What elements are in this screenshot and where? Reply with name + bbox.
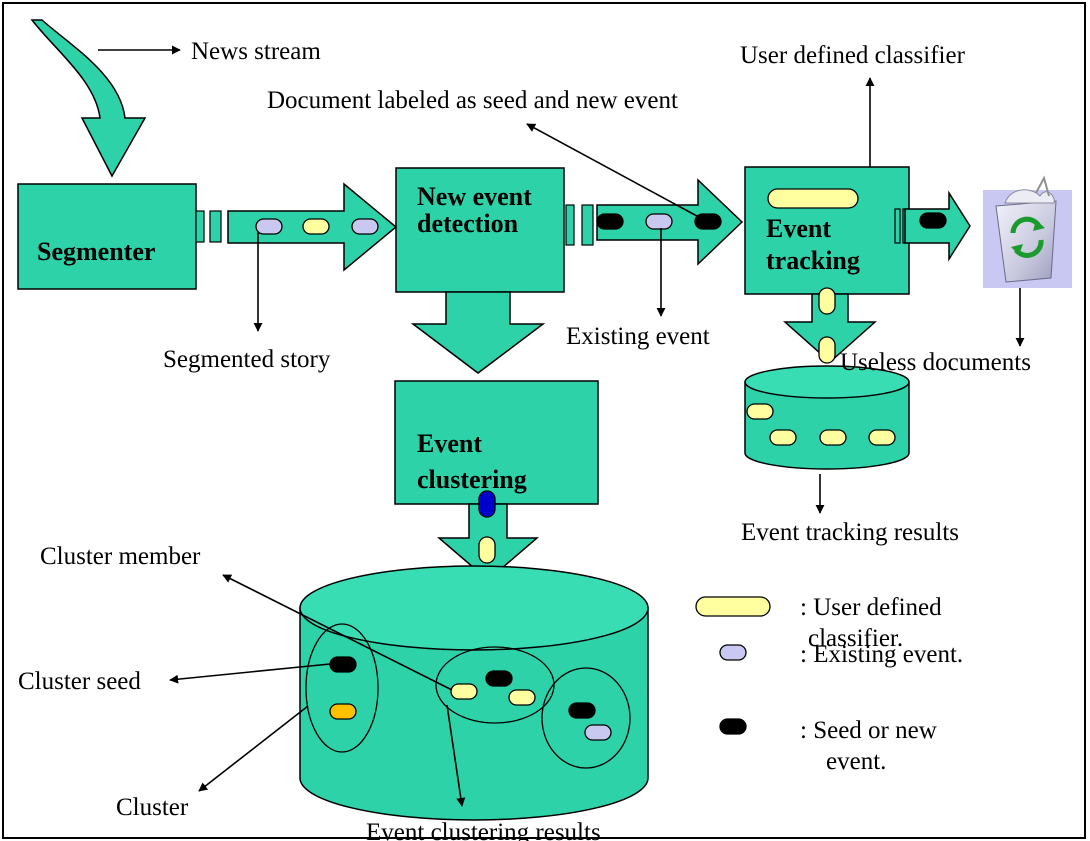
user-classifier-token: [746, 403, 774, 420]
connector-bar: [894, 208, 901, 244]
seed-event-token: [485, 670, 513, 687]
user-classifier-token: [302, 218, 330, 235]
existing-event-label: Existing event: [566, 323, 710, 350]
cluster-ellipse: [305, 623, 379, 753]
event-clustering-line-1: Event: [417, 429, 482, 458]
news-stream-label: News stream: [191, 38, 321, 65]
legend-line: : Seed or new: [800, 717, 937, 744]
down-arrow: [410, 291, 546, 374]
user-classifier-token: [767, 188, 859, 209]
cluster-member-token: [329, 703, 357, 720]
user-classifier-token: [868, 429, 896, 446]
connector-bar: [581, 204, 594, 246]
user-classifier-token: [819, 429, 847, 446]
event-tracking-results-label: Event tracking results: [741, 519, 959, 546]
legend-seed-or-new-event: : Seed or new event.: [800, 715, 937, 778]
seed-event-token: [568, 702, 596, 719]
user-classifier-token: [508, 689, 536, 706]
user-classifier-token: [818, 336, 836, 364]
cluster-label: Cluster: [116, 794, 189, 821]
cluster-ellipse: [541, 667, 631, 769]
existing-event-icon: [719, 644, 747, 661]
event-tracking-label: Event tracking: [766, 215, 860, 275]
seed-event-token: [596, 213, 624, 230]
connector-bar: [209, 210, 222, 243]
legend-user-defined-classifier: : User defined classifier.: [800, 592, 942, 655]
connector-bar: [195, 210, 205, 243]
existing-event-token: [351, 218, 379, 235]
down-arrow: [783, 293, 877, 364]
existing-event-token: [584, 724, 612, 741]
new-event-detection-line-1: New event: [417, 182, 532, 211]
event-tracking-block: [744, 166, 910, 295]
seed-event-icon: [719, 718, 747, 735]
existing-event-token: [255, 218, 283, 235]
legend-line: : User defined: [800, 594, 942, 621]
cluster-ellipse: [435, 646, 555, 724]
user-defined-classifier-label: User defined classifier: [740, 42, 965, 69]
blue-token: [478, 490, 496, 518]
cluster-member-label: Cluster member: [40, 543, 201, 570]
document-labeled-label: Document labeled as seed and new event: [267, 87, 678, 114]
existing-event-token: [645, 213, 673, 230]
new-event-detection-label: New event detection: [417, 183, 532, 238]
event-clustering-line-2: clustering: [417, 465, 527, 495]
event-clustering-results-db: [299, 565, 649, 821]
cluster-seed-label: Cluster seed: [18, 668, 141, 695]
user-classifier-token: [818, 287, 836, 315]
event-tracking-results-db: [744, 365, 910, 470]
segmented-story-label: Segmented story: [163, 346, 331, 373]
event-clustering-block: [394, 380, 599, 505]
connector-bar: [565, 204, 575, 246]
segmenter-block: [17, 183, 197, 290]
seed-event-token: [329, 656, 357, 673]
legend-line: event.: [826, 748, 887, 776]
event-tracking-line-2: tracking: [766, 246, 860, 276]
event-clustering-label: Event clustering: [417, 430, 527, 494]
user-classifier-token: [450, 683, 478, 700]
new-event-detection-line-2: detection: [417, 209, 519, 239]
legend-line: classifier.: [808, 625, 904, 653]
useless-documents-label: Useless documents: [840, 349, 1031, 376]
new-event-detection-block: [395, 167, 565, 293]
recycle-bin-icon: [983, 175, 1072, 288]
curved-arrow-icon: [30, 19, 147, 178]
user-defined-classifier-icon: [695, 596, 771, 617]
annotation-arrows: [98, 45, 1025, 807]
seed-event-token: [919, 212, 947, 229]
user-classifier-token: [478, 536, 496, 564]
legend-existing-event: : Existing event.: [800, 641, 964, 668]
user-classifier-token: [769, 429, 797, 446]
segmenter-label: Segmenter: [37, 237, 156, 266]
event-clustering-results-label: Event clustering results: [366, 819, 601, 841]
event-tracking-line-1: Event: [766, 214, 831, 243]
